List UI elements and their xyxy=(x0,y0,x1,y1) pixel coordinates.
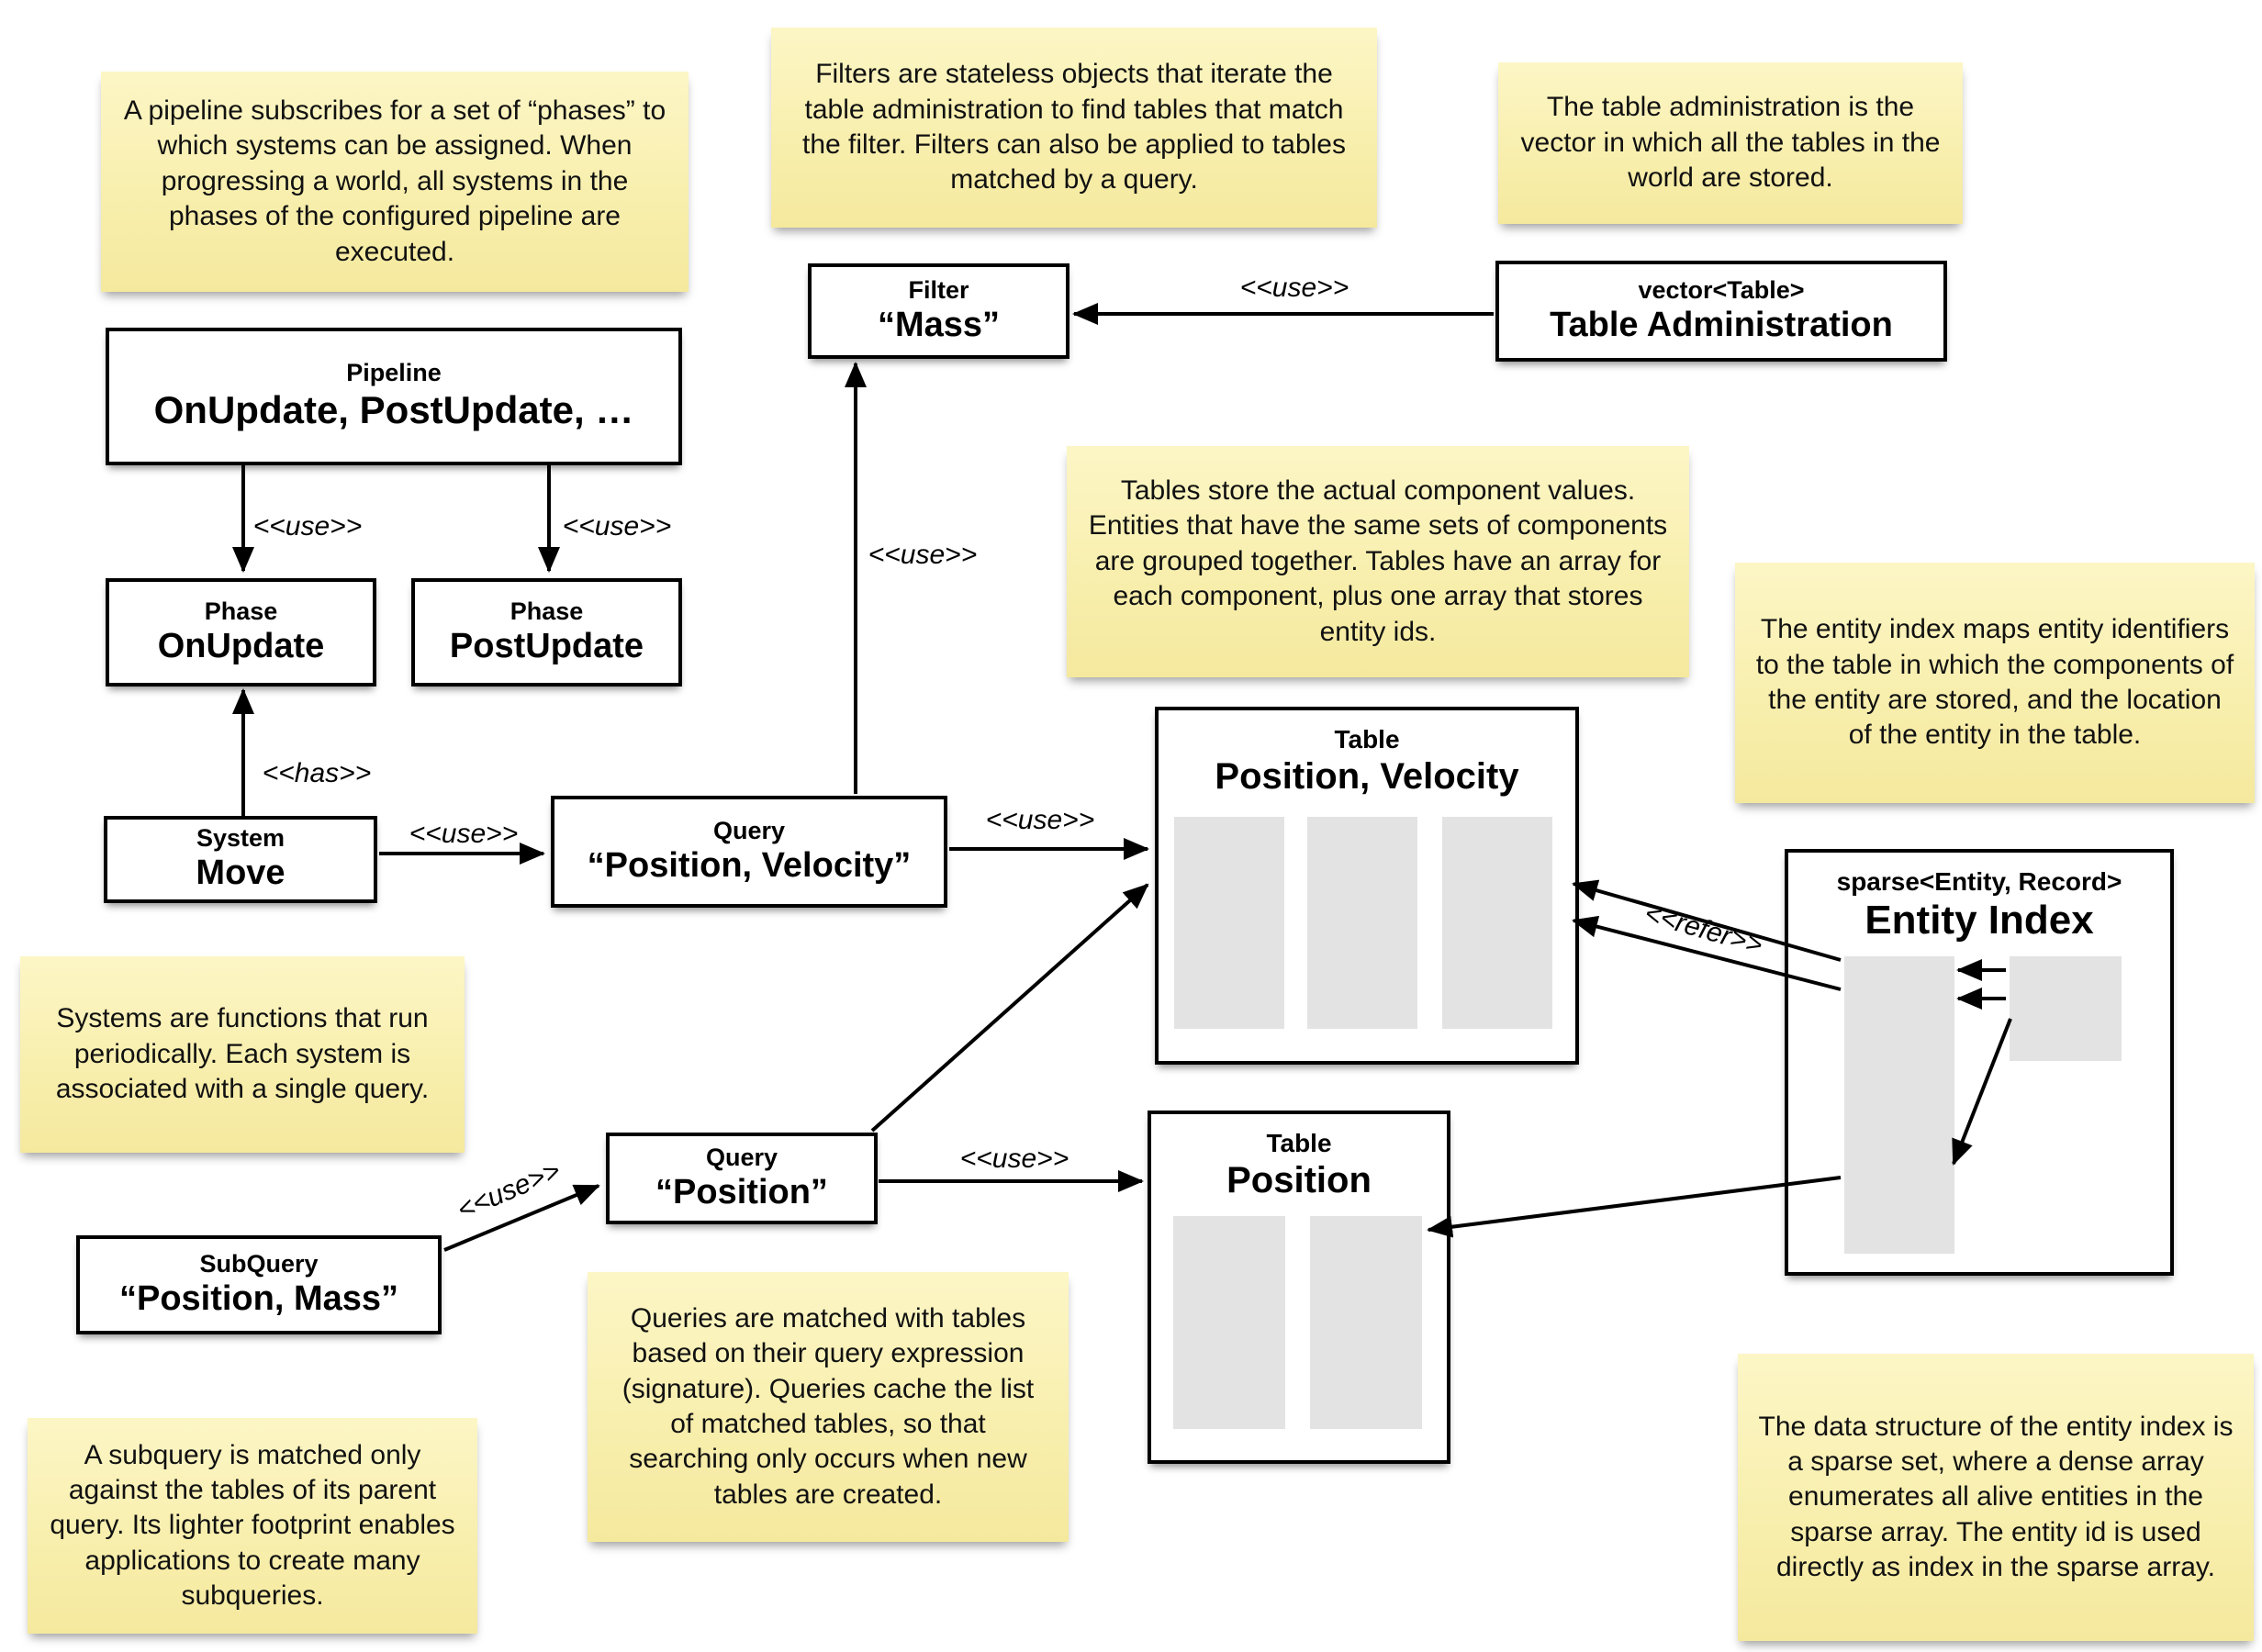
node-table-position-title: Table xyxy=(1266,1129,1332,1157)
note-entity-index: The entity index maps entity identifiers… xyxy=(1735,563,2255,803)
node-query-position: Query “Position” xyxy=(606,1133,878,1224)
node-system-move-title: System xyxy=(196,824,286,853)
node-phase-postupdate: Phase PostUpdate xyxy=(411,578,682,686)
edge-label-use: <<use>> xyxy=(868,540,977,570)
note-sparse-set: The data structure of the entity index i… xyxy=(1738,1354,2254,1641)
note-queries: Queries are matched with tables based on… xyxy=(588,1272,1069,1542)
node-phase-onupdate: Phase OnUpdate xyxy=(106,578,376,686)
edge-label-use: <<use>> xyxy=(1240,273,1349,303)
node-query-position-velocity-title: Query xyxy=(712,816,786,844)
note-filters: Filters are stateless objects that itera… xyxy=(771,28,1377,228)
node-query-position-name: “Position” xyxy=(655,1172,828,1211)
node-subquery: SubQuery “Position, Mass” xyxy=(76,1235,442,1334)
edge-label-refer: <<refer>> xyxy=(1641,899,1766,961)
node-pipeline-title: Pipeline xyxy=(346,359,442,387)
edge-label-use: <<use>> xyxy=(453,1155,565,1226)
component-array-1 xyxy=(1174,817,1284,1029)
node-system-move: System Move xyxy=(104,816,377,903)
note-systems: Systems are functions that run periodica… xyxy=(20,956,465,1153)
node-filter-mass-name: “Mass” xyxy=(877,305,1001,344)
component-array-2 xyxy=(1310,1216,1422,1429)
node-table-position-name: Position xyxy=(1226,1160,1372,1201)
node-entity-index-name: Entity Index xyxy=(1864,898,2094,943)
note-tables: Tables store the actual component values… xyxy=(1067,446,1689,677)
node-phase-postupdate-title: Phase xyxy=(510,597,584,625)
node-filter-mass: Filter “Mass” xyxy=(808,263,1069,359)
component-array-1 xyxy=(1173,1216,1285,1429)
node-subquery-title: SubQuery xyxy=(199,1249,319,1278)
edge-queryp-tablepv xyxy=(870,883,1149,1133)
edge-subquery-queryp-use xyxy=(443,1184,600,1252)
node-table-administration-title: vector<Table> xyxy=(1638,275,1805,304)
node-query-position-velocity-name: “Position, Velocity” xyxy=(587,845,912,885)
note-pipeline: A pipeline subscribes for a set of “phas… xyxy=(101,72,689,292)
node-phase-postupdate-name: PostUpdate xyxy=(449,626,644,665)
node-subquery-name: “Position, Mass” xyxy=(118,1278,399,1318)
node-filter-mass-title: Filter xyxy=(908,275,969,304)
node-pipeline: Pipeline OnUpdate, PostUpdate, … xyxy=(106,328,682,465)
edge-label-use: <<use>> xyxy=(986,805,1094,835)
node-table-position: Table Position xyxy=(1148,1111,1450,1464)
component-array-3 xyxy=(1442,817,1552,1029)
note-subquery: A subquery is matched only against the t… xyxy=(28,1418,477,1634)
edge-entityindex-tablep xyxy=(1427,1176,1842,1238)
node-table-position-velocity-title: Table xyxy=(1334,725,1400,753)
node-query-position-velocity: Query “Position, Velocity” xyxy=(551,796,947,908)
note-table-administration: The table administration is the vector i… xyxy=(1498,62,1963,224)
edge-label-use: <<use>> xyxy=(409,819,518,849)
edge-label-use: <<use>> xyxy=(563,511,671,541)
node-phase-onupdate-title: Phase xyxy=(204,597,278,625)
node-table-administration-name: Table Administration xyxy=(1550,305,1893,344)
edge-label-use: <<use>> xyxy=(253,511,362,541)
dense-array xyxy=(2010,956,2122,1061)
edge-label-use: <<use>> xyxy=(960,1144,1069,1174)
node-table-administration: vector<Table> Table Administration xyxy=(1495,261,1947,362)
node-table-position-velocity: Table Position, Velocity xyxy=(1155,707,1579,1065)
node-pipeline-name: OnUpdate, PostUpdate, … xyxy=(153,388,634,432)
node-query-position-title: Query xyxy=(705,1143,778,1171)
component-array-2 xyxy=(1307,817,1417,1029)
node-entity-index-title: sparse<Entity, Record> xyxy=(1836,867,2122,896)
node-phase-onupdate-name: OnUpdate xyxy=(157,626,325,665)
node-system-move-name: Move xyxy=(196,854,286,893)
node-table-position-velocity-name: Position, Velocity xyxy=(1215,756,1519,798)
node-entity-index: sparse<Entity, Record> Entity Index xyxy=(1785,849,2174,1276)
sparse-array xyxy=(1844,956,1954,1254)
edge-label-has: <<has>> xyxy=(263,758,371,788)
